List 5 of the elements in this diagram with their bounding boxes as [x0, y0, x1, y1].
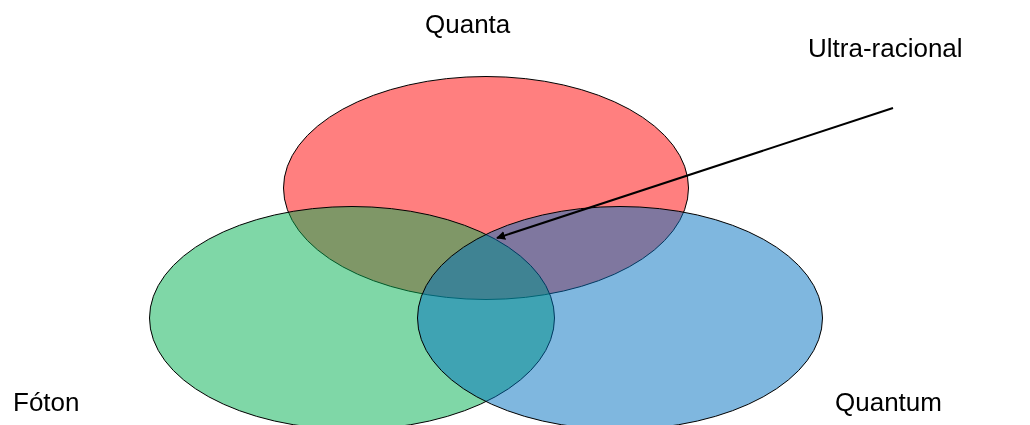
- leader-arrow: [496, 107, 894, 240]
- set-label: Fóton: [13, 388, 80, 418]
- set-label: Quanta: [425, 10, 511, 40]
- callout-label: Ultra-racional: [808, 34, 964, 64]
- set-label: Quantum: [835, 388, 942, 418]
